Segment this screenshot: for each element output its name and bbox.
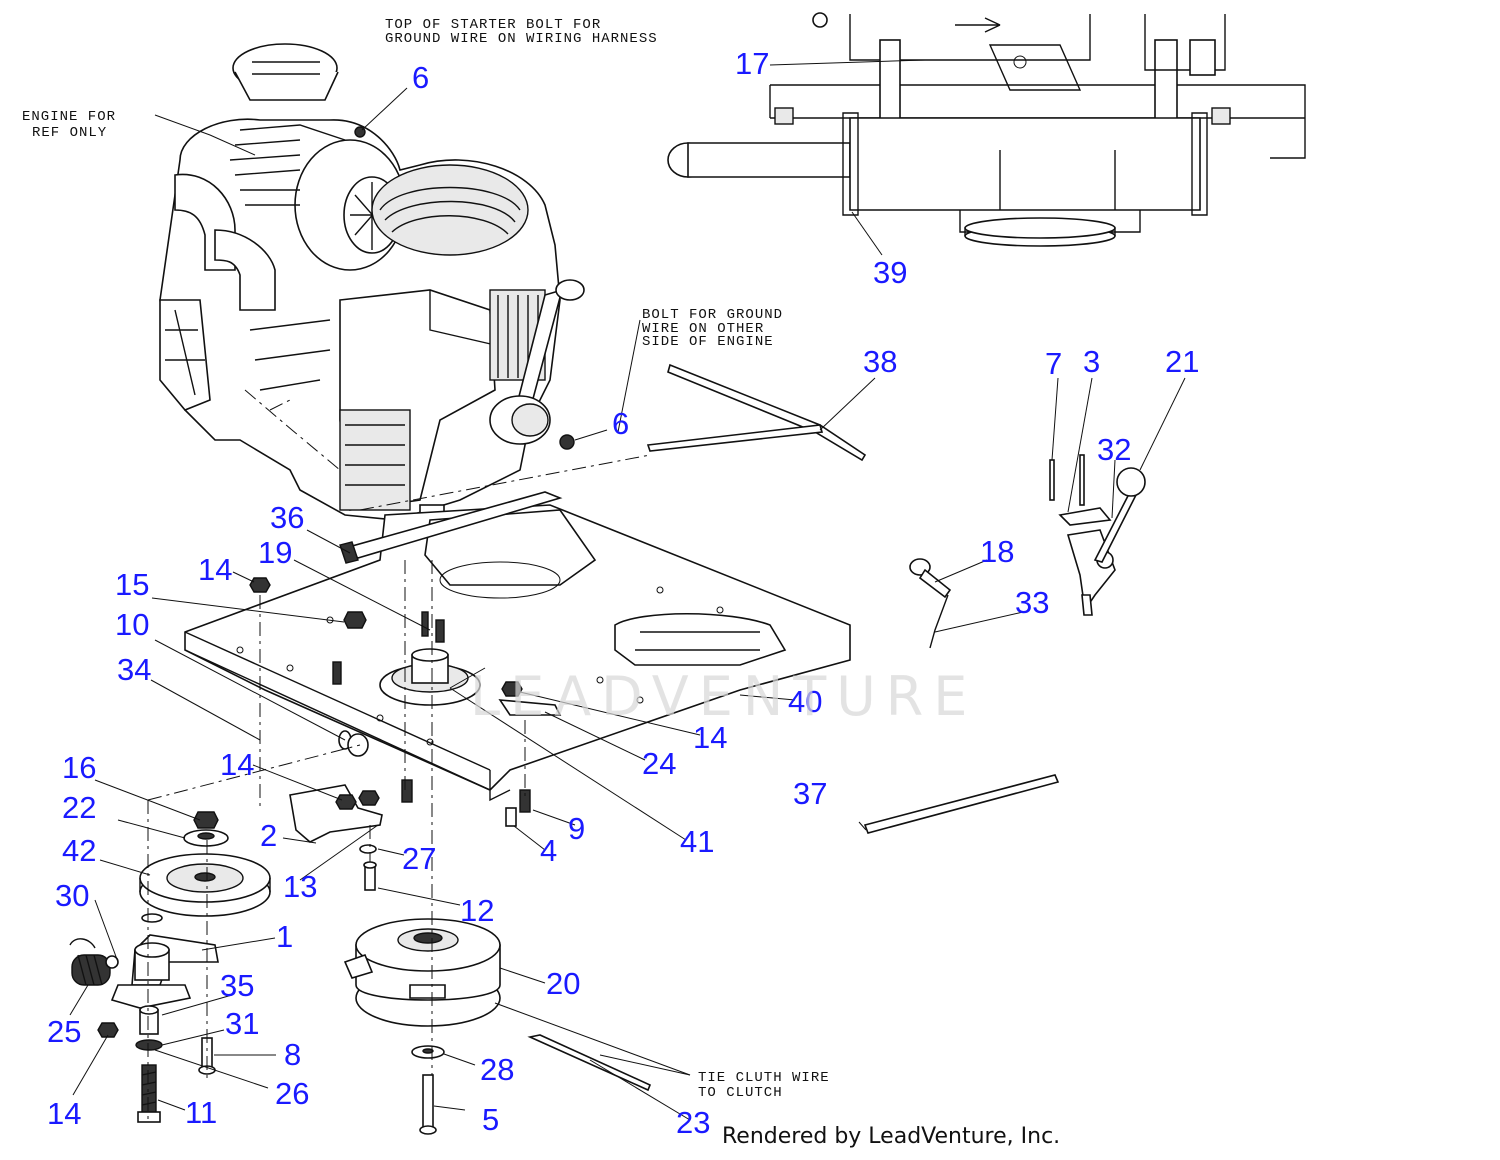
note-other-side-2: WIRE ON OTHER [642, 321, 764, 337]
throttle-control [909, 454, 1146, 649]
callout-28: 28 [480, 1052, 514, 1087]
callout-4: 4 [540, 833, 557, 868]
note-starter-bolt-2: GROUND WIRE ON WIRING HARNESS [385, 31, 658, 47]
callout-6-top: 6 [412, 60, 429, 95]
callout-12: 12 [460, 893, 494, 928]
callout-14-bottom: 14 [47, 1096, 81, 1131]
note-engine-ref-2: REF ONLY [32, 125, 107, 141]
callout-37: 37 [793, 776, 827, 811]
callout-5: 5 [482, 1102, 499, 1137]
callout-30: 30 [55, 878, 89, 913]
callout-18: 18 [980, 534, 1014, 569]
callout-40: 40 [788, 684, 822, 719]
callout-21: 21 [1165, 344, 1199, 379]
note-other-side-3: SIDE OF ENGINE [642, 334, 774, 350]
credit-text: Rendered by LeadVenture, Inc. [722, 1124, 1061, 1149]
wire-37 [863, 774, 1060, 834]
callout-26: 26 [275, 1076, 309, 1111]
rods [339, 363, 867, 564]
note-other-side-1: BOLT FOR GROUND [642, 307, 783, 323]
callout-42: 42 [62, 833, 96, 868]
callout-2: 2 [260, 818, 277, 853]
callout-27: 27 [402, 841, 436, 876]
callout-22: 22 [62, 790, 96, 825]
note-engine-ref-1: ENGINE FOR [22, 109, 116, 125]
centerlines [147, 389, 651, 1120]
callout-33: 33 [1015, 585, 1049, 620]
clutch-assembly [343, 779, 652, 1135]
callout-14-upper: 14 [198, 552, 232, 587]
watermark: LEADVENTURE [470, 665, 978, 728]
leader-lines [69, 59, 1186, 1121]
callout-1: 1 [276, 919, 293, 954]
callout-24: 24 [642, 746, 676, 781]
callout-8: 8 [284, 1037, 301, 1072]
callout-7: 7 [1045, 346, 1062, 381]
callout-17: 17 [735, 46, 769, 81]
spring-25 [69, 938, 111, 986]
callout-10: 10 [115, 607, 149, 642]
note-starter-bolt-1: TOP OF STARTER BOLT FOR [385, 17, 601, 33]
callout-41: 41 [680, 824, 714, 859]
note-tie-clutch-2: TO CLUTCH [698, 1085, 783, 1101]
note-tie-clutch-1: TIE CLUTH WIRE [698, 1070, 830, 1086]
callout-39: 39 [873, 255, 907, 290]
callout-6-side: 6 [612, 406, 629, 441]
callout-25: 25 [47, 1014, 81, 1049]
drawing-notes: ENGINE FOR REF ONLY TOP OF STARTER BOLT … [22, 17, 830, 1101]
callout-14-mid: 14 [220, 747, 254, 782]
idler-assembly [69, 784, 383, 1123]
callout-14-right: 14 [693, 720, 727, 755]
callout-38: 38 [863, 344, 897, 379]
callout-numbers: 6 17 39 38 6 7 3 21 32 18 33 36 19 14 15… [47, 46, 1199, 1140]
callout-34: 34 [117, 652, 151, 687]
callout-35: 35 [220, 968, 254, 1003]
callout-31: 31 [225, 1006, 259, 1041]
callout-32: 32 [1097, 432, 1131, 467]
engine-deck-plate [184, 504, 851, 802]
callout-11: 11 [185, 1095, 217, 1130]
inset-muffler-view [667, 12, 1306, 247]
engine-assembly [159, 43, 585, 566]
callout-13: 13 [283, 869, 317, 904]
callout-16: 16 [62, 750, 96, 785]
callout-23: 23 [676, 1105, 710, 1140]
callout-36: 36 [270, 500, 304, 535]
callout-3: 3 [1083, 344, 1100, 379]
callout-19: 19 [258, 535, 292, 570]
callout-20: 20 [546, 966, 580, 1001]
callout-9: 9 [568, 811, 585, 846]
callout-15: 15 [115, 567, 149, 602]
